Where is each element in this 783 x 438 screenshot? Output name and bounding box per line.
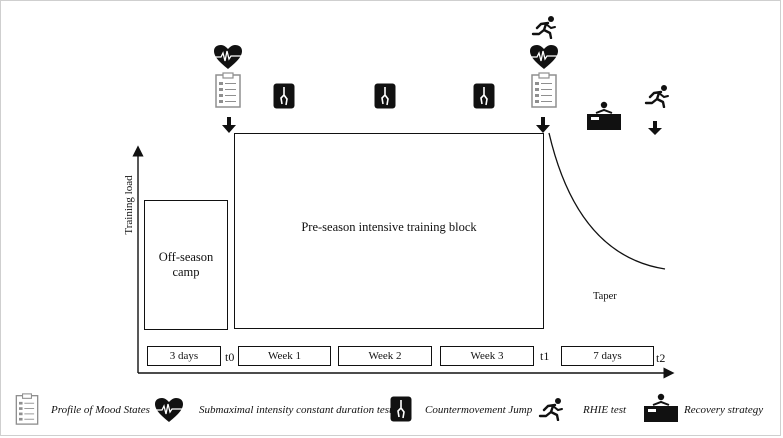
taper-label: Taper (593, 291, 617, 302)
legend-label: Countermovement Jump (425, 404, 533, 416)
marker-t0: t0 (225, 350, 235, 364)
segment-label: Week 3 (470, 350, 504, 362)
clipboard-icon (531, 72, 557, 108)
offseason-block: Off-season camp (144, 200, 228, 330)
segment-label: Week 2 (368, 350, 402, 362)
legend-label: Profile of Mood States (51, 404, 150, 416)
recovery-bath-icon (587, 101, 621, 130)
timeline-segment: Week 1 (238, 346, 331, 366)
taper-curve (548, 132, 666, 270)
runner-icon (644, 85, 669, 108)
timeline-segment: 3 days (147, 346, 221, 366)
legend-label: Submaximal intensity constant duration t… (199, 404, 393, 416)
segment-label: Week 1 (267, 350, 302, 362)
jump-icon (374, 83, 396, 109)
jump-icon (273, 83, 295, 109)
heart-rate-icon (529, 45, 559, 69)
legend-label: RHIE test (583, 404, 627, 416)
recovery-bath-icon (644, 393, 678, 422)
timeline-segment: 7 days (561, 346, 654, 366)
marker-t2: t2 (656, 351, 666, 365)
segment-label: 7 days (593, 350, 622, 362)
preseason-label: Pre-season intensive training block (301, 219, 477, 234)
clipboard-icon (215, 72, 241, 108)
offseason-label: Off-season camp (158, 250, 214, 279)
arrow-down-icon (648, 121, 662, 135)
measurement-arrows (222, 117, 662, 135)
arrow-down-icon (536, 117, 550, 133)
preseason-block: Pre-season intensive training block (234, 133, 544, 329)
heart-rate-icon (213, 45, 243, 69)
segment-label: 3 days (169, 350, 199, 362)
y-axis-label: Training load (123, 175, 135, 235)
jump-icon (390, 396, 412, 422)
runner-icon (531, 16, 556, 39)
arrow-down-icon (222, 117, 236, 133)
heart-rate-icon (154, 398, 184, 422)
marker-t1: t1 (540, 349, 550, 363)
timeline-segment: Week 2 (338, 346, 432, 366)
legend-label: Recovery strategy (684, 404, 764, 416)
runner-icon (538, 398, 563, 421)
clipboard-icon (15, 393, 39, 425)
timeline-segment: Week 3 (440, 346, 534, 366)
jump-icon (473, 83, 495, 109)
